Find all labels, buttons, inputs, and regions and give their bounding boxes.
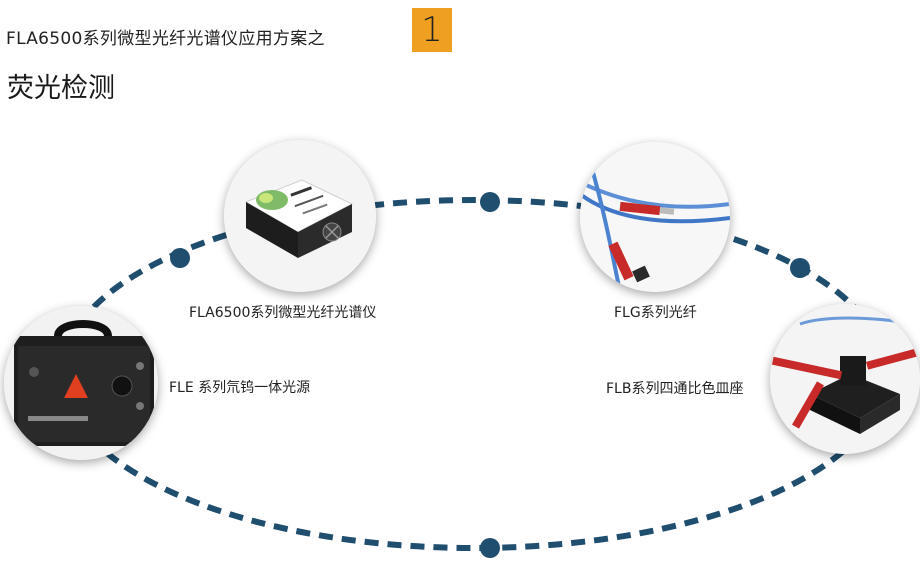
page-subtitle: FLA6500系列微型光纤光谱仪应用方案之 xyxy=(6,29,325,49)
caption-fiber: FLG系列光纤 xyxy=(614,305,697,321)
caption-spectrometer: FLA6500系列微型光纤光谱仪 xyxy=(189,305,377,321)
number-badge: 1 xyxy=(412,8,452,52)
light-source-image xyxy=(4,306,158,460)
ring-dot-top xyxy=(480,192,500,212)
spectrometer-image xyxy=(224,140,376,292)
caption-light-source: FLE 系列氘钨一体光源 xyxy=(169,380,311,396)
fiber-image xyxy=(580,142,730,292)
cuvette-holder-image xyxy=(770,304,920,454)
ring-dot-bottom xyxy=(480,538,500,558)
page-title: 荧光检测 xyxy=(7,73,115,104)
ring-dot-left xyxy=(170,248,190,268)
caption-cuvette-holder: FLB系列四通比色皿座 xyxy=(606,381,744,397)
ring-dot-right xyxy=(790,258,810,278)
